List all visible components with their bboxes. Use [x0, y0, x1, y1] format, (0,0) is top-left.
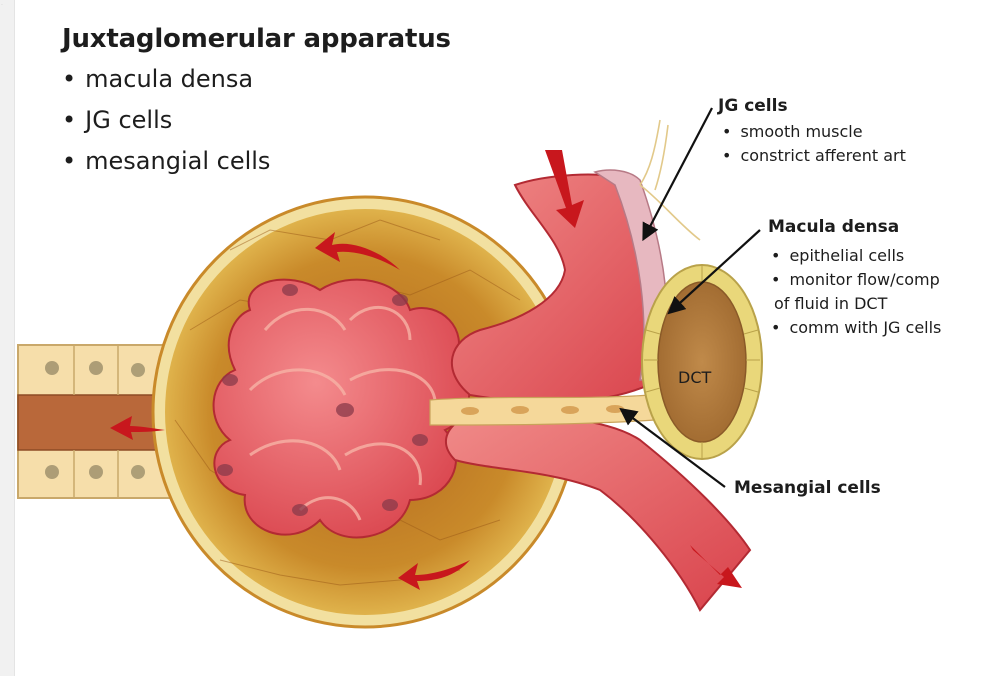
jg-cells-pointer [642, 107, 713, 242]
macula-densa-point: monitor flow/comp [771, 268, 941, 292]
flow-arrow-capsule-top [315, 232, 400, 270]
mesangial-cells-pointer [619, 407, 726, 488]
flow-arrow-efferent [690, 545, 742, 588]
flow-arrow-tubule [110, 416, 165, 440]
mesangial-cells-heading: Mesangial cells [734, 478, 881, 498]
glomerulus [212, 278, 471, 539]
window-edge-strip [0, 0, 15, 676]
main-bullet-item: JG cells [62, 103, 270, 144]
macula-densa-pointer [667, 229, 761, 315]
macula-densa-point: comm with JG cells [771, 316, 941, 340]
macula-densa-point-continuation: of fluid in DCT [774, 294, 888, 313]
jg-cells-point: constrict afferent art [722, 144, 905, 168]
mesangial-cell-band [429, 394, 656, 426]
jg-cells-points: smooth muscle constrict afferent art [722, 120, 906, 168]
macula-densa-heading: Macula densa [768, 217, 900, 237]
leader-lines [619, 107, 761, 488]
flow-arrow-capsule-bottom [398, 560, 470, 590]
flow-arrows [110, 150, 742, 590]
edge-mark: · [1, 2, 3, 9]
macula-densa-points: epithelial cells monitor flow/comp of fl… [771, 244, 941, 340]
main-title: Juxtaglomerular apparatus [62, 24, 451, 54]
main-bullet-item: macula densa [62, 62, 270, 103]
flow-arrow-afferent [545, 150, 584, 228]
distal-tubule [641, 264, 763, 460]
jg-cells-heading: JG cells [718, 96, 788, 116]
main-bullet-item: mesangial cells [62, 144, 270, 185]
nerve-fibers [639, 119, 701, 241]
macula-densa-point: epithelial cells [771, 244, 941, 268]
main-bullet-list: macula densa JG cells mesangial cells [62, 62, 270, 185]
jg-cells-point: smooth muscle [722, 120, 906, 144]
proximal-tubule [17, 344, 176, 499]
efferent-arteriole [445, 415, 752, 612]
dct-label: DCT [678, 368, 712, 387]
